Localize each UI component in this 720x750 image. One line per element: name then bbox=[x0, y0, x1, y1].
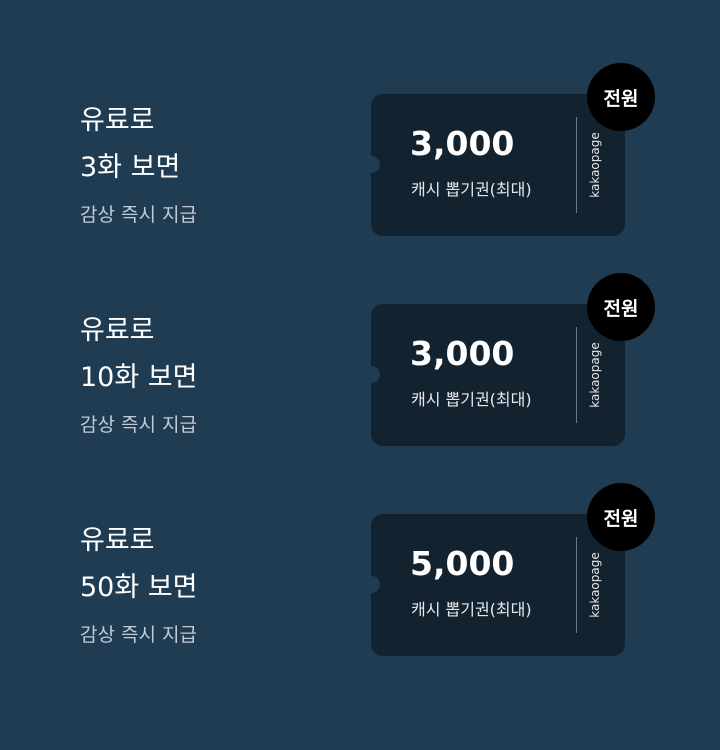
condition-line1: 유료로 bbox=[80, 525, 155, 556]
condition-note: 감상 즉시 지급 bbox=[80, 624, 197, 646]
brand-logo: kakaopage bbox=[588, 552, 602, 618]
condition-line1: 유료로 bbox=[80, 105, 155, 136]
brand-logo: kakaopage bbox=[588, 342, 602, 408]
everyone-badge: 전원 bbox=[587, 273, 655, 341]
reward-row: 유료로 10화 보면 감상 즉시 지급 3,000 캐시 뽑기권(최대) kak… bbox=[0, 210, 720, 446]
ticket-notch bbox=[363, 576, 380, 593]
condition-line2: 10화 보면 bbox=[80, 362, 198, 393]
ticket-amount: 3,000 bbox=[410, 124, 515, 163]
condition-note: 감상 즉시 지급 bbox=[80, 204, 197, 226]
ticket-divider bbox=[576, 327, 577, 423]
cash-ticket: 5,000 캐시 뽑기권(최대) kakaopage bbox=[363, 514, 625, 656]
condition-line1: 유료로 bbox=[80, 315, 155, 346]
condition-line2: 3화 보면 bbox=[80, 152, 181, 183]
everyone-badge: 전원 bbox=[587, 483, 655, 551]
reward-row: 유료로 50화 보면 감상 즉시 지급 5,000 캐시 뽑기권(최대) kak… bbox=[0, 420, 720, 656]
ticket-label: 캐시 뽑기권(최대) bbox=[411, 180, 532, 199]
cash-ticket: 3,000 캐시 뽑기권(최대) kakaopage bbox=[363, 304, 625, 446]
reward-row: 유료로 3화 보면 감상 즉시 지급 3,000 캐시 뽑기권(최대) kaka… bbox=[0, 0, 720, 236]
ticket-label: 캐시 뽑기권(최대) bbox=[411, 600, 532, 619]
brand-logo: kakaopage bbox=[588, 132, 602, 198]
ticket-divider bbox=[576, 537, 577, 633]
ticket-notch bbox=[363, 366, 380, 383]
ticket-notch bbox=[363, 156, 380, 173]
ticket-amount: 5,000 bbox=[410, 544, 515, 583]
ticket-divider bbox=[576, 117, 577, 213]
condition-note: 감상 즉시 지급 bbox=[80, 414, 197, 436]
ticket-amount: 3,000 bbox=[410, 334, 515, 373]
everyone-badge: 전원 bbox=[587, 63, 655, 131]
ticket-label: 캐시 뽑기권(최대) bbox=[411, 390, 532, 409]
cash-ticket: 3,000 캐시 뽑기권(최대) kakaopage bbox=[363, 94, 625, 236]
condition-line2: 50화 보면 bbox=[80, 572, 198, 603]
